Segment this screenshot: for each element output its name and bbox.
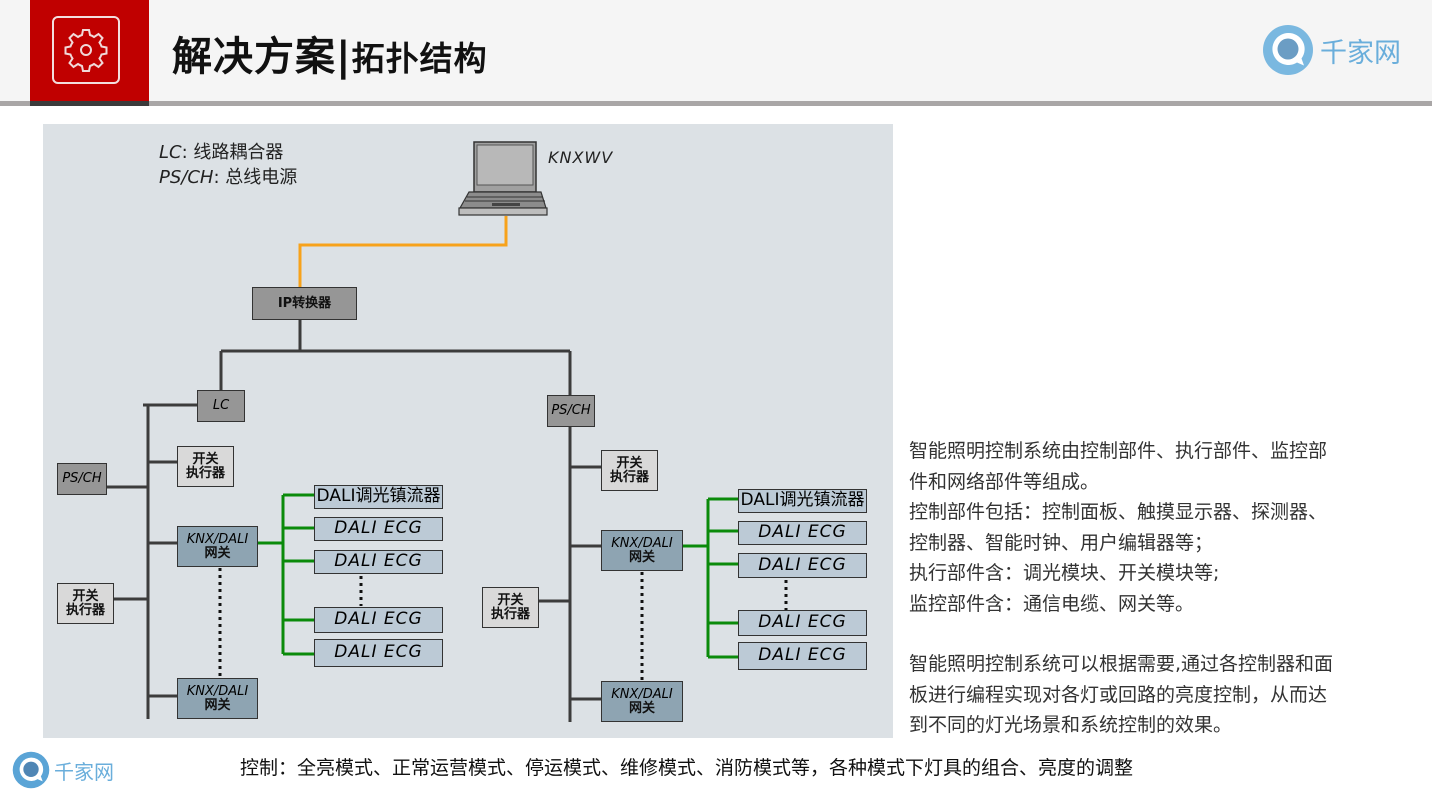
node-label: PS/CH xyxy=(62,471,102,487)
gear-icon xyxy=(64,29,108,72)
gear-icon-frame xyxy=(52,16,120,84)
page-title-main: 解决方案 xyxy=(172,34,336,80)
description-line: 件和网络部件等组成。 xyxy=(909,470,1100,493)
node-label: 执行器 xyxy=(490,606,530,622)
node-label: DALI ECG xyxy=(758,554,847,575)
node-label: DALI ECG xyxy=(334,518,423,539)
node-label: LC xyxy=(212,398,230,414)
node-label: 开关 xyxy=(497,592,524,608)
computer-label: KNXWV xyxy=(548,148,614,167)
dali-ecg-node: DALI ECG xyxy=(314,517,443,541)
page-title-sub: 拓扑结构 xyxy=(351,39,488,78)
dali-ecg-node: DALI ECG xyxy=(738,521,867,545)
node-label: DALI ECG xyxy=(334,609,423,630)
node-label: 执行器 xyxy=(185,465,225,481)
description-line: 监控部件含：通信电缆、网关等。 xyxy=(909,592,1195,615)
brand-logo-text: 千家网 xyxy=(1320,37,1401,69)
description-line: 智能照明控制系统由控制部件、执行部件、监控部 xyxy=(909,440,1328,462)
node-label: KNX/DALI xyxy=(611,535,673,551)
description-line: 控制部件包括：控制面板、触摸显示器、探测器、 xyxy=(909,501,1328,523)
dali-ballast-node: DALI调光镇流器 xyxy=(314,485,443,509)
brand-logo-text: 千家网 xyxy=(54,759,114,784)
dali-ballast-node: DALI调光镇流器 xyxy=(738,489,867,513)
legend-meaning: 总线电源 xyxy=(225,167,298,188)
chat-bubble-logo-icon xyxy=(1263,25,1313,75)
node-label: 网关 xyxy=(204,697,231,713)
description-line: 执行部件含：调光模块、开关模块等; xyxy=(909,562,1220,584)
description: 智能照明控制系统由控制部件、执行部件、监控部 件和网络部件等组成。 控制部件包括… xyxy=(909,436,1389,741)
header-divider xyxy=(0,101,1432,106)
dali-ecg-node: DALI ECG xyxy=(314,550,443,574)
node-label: DALI ECG xyxy=(334,551,423,572)
ip-link-line xyxy=(298,216,508,287)
switch-actuator-node: 开关 执行器 xyxy=(601,450,658,491)
legend-item: PS/CH: 总线电源 xyxy=(159,167,298,188)
dali-ecg-node: DALI ECG xyxy=(314,639,443,667)
dali-ecg-node: DALI ECG xyxy=(738,553,867,578)
node-label: 网关 xyxy=(628,549,655,565)
node-label: 开关 xyxy=(192,451,219,467)
description-line: 智能照明控制系统可以根据需要,通过各控制器和面 xyxy=(909,653,1334,675)
node-label: 网关 xyxy=(204,545,231,561)
brand-logo-top: 千家网 xyxy=(1262,24,1401,76)
node-label: 网关 xyxy=(628,700,655,716)
header xyxy=(0,0,1432,101)
topology-diagram: LC: 线路耦合器 PS/CH: 总线电源 KNXWV IP转换器 LC PS/… xyxy=(43,124,893,738)
header-icon-block xyxy=(30,0,149,101)
topology-lines xyxy=(106,141,788,722)
node-label: KNX/DALI xyxy=(186,531,249,547)
node-label: 开关 xyxy=(72,588,99,604)
description-line: 板进行编程实现对各灯或回路的亮度控制，从而达 xyxy=(909,683,1328,706)
node-label: 执行器 xyxy=(609,469,649,485)
node-label: DALI ECG xyxy=(758,522,847,543)
legend-abbr: LC xyxy=(159,142,182,163)
diagram-legend: LC: 线路耦合器 PS/CH: 总线电源 xyxy=(159,140,297,190)
page-title-separator: | xyxy=(336,34,352,80)
legend-abbr: PS/CH xyxy=(159,167,214,188)
node-label: KNX/DALI xyxy=(611,686,673,702)
legend-item: LC: 线路耦合器 xyxy=(159,142,284,163)
footer-caption: 控制：全亮模式、正常运营模式、停运模式、维修模式、消防模式等，各种模式下灯具的组… xyxy=(240,757,1134,779)
node-label: IP转换器 xyxy=(277,295,332,311)
node-label: DALI ECG xyxy=(758,645,847,666)
brand-logo-bottom: 千家网 xyxy=(12,751,114,789)
dali-ecg-node: DALI ECG xyxy=(738,610,867,636)
chat-bubble-logo-icon xyxy=(12,751,50,789)
description-line: 控制器、智能时钟、用户编辑器等； xyxy=(909,531,1214,554)
switch-actuator-node: 开关 执行器 xyxy=(482,587,539,628)
knx-dali-gateway-node: KNX/DALI 网关 xyxy=(177,678,258,719)
dali-ecg-node: DALI ECG xyxy=(314,607,443,633)
power-supply-node: PS/CH xyxy=(57,463,107,495)
switch-actuator-node: 开关 执行器 xyxy=(57,583,114,624)
node-label: 开关 xyxy=(616,455,643,471)
switch-actuator-node: 开关 执行器 xyxy=(177,446,234,487)
line-coupler-node: LC xyxy=(197,390,245,422)
node-label: PS/CH xyxy=(551,403,591,419)
paragraph-gap xyxy=(909,619,1389,649)
node-label: DALI ECG xyxy=(758,612,847,633)
ip-converter-node: IP转换器 xyxy=(252,287,357,320)
node-label: 执行器 xyxy=(65,602,105,618)
laptop-icon xyxy=(458,141,548,216)
node-label: DALI调光镇流器 xyxy=(316,486,441,507)
description-line: 到不同的灯光场景和系统控制的效果。 xyxy=(909,714,1233,736)
page-title: 解决方案|拓扑结构 xyxy=(172,24,488,80)
knx-dali-gateway-node: KNX/DALI 网关 xyxy=(601,681,683,722)
power-supply-node: PS/CH xyxy=(547,395,595,427)
knx-dali-gateway-node: KNX/DALI 网关 xyxy=(601,530,683,571)
header-icon-underline xyxy=(30,101,149,106)
knx-dali-gateway-node: KNX/DALI 网关 xyxy=(177,526,258,567)
legend-meaning: 线路耦合器 xyxy=(193,142,284,163)
dali-ecg-node: DALI ECG xyxy=(738,642,867,670)
node-label: DALI ECG xyxy=(334,642,423,663)
node-label: DALI调光镇流器 xyxy=(740,490,865,511)
node-label: KNX/DALI xyxy=(186,683,249,699)
